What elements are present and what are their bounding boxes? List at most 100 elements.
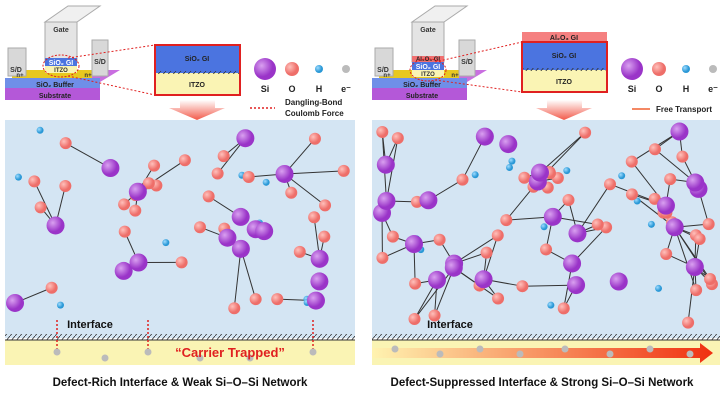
hydrogen-atom bbox=[547, 301, 555, 309]
legend-o-icon bbox=[652, 62, 666, 76]
electron bbox=[476, 345, 484, 353]
sd-left-electrode bbox=[7, 47, 27, 77]
oxygen-atom bbox=[178, 154, 191, 167]
gate-electrode bbox=[411, 21, 445, 63]
si-o-bond bbox=[414, 267, 455, 320]
free-transport-legend-label: Free Transport bbox=[656, 105, 712, 114]
sd-right-electrode bbox=[458, 39, 476, 77]
substrate-layer bbox=[372, 88, 467, 100]
hydrogen-atom bbox=[14, 173, 22, 181]
electron bbox=[606, 350, 614, 358]
electron bbox=[309, 348, 317, 356]
oxygen-atom bbox=[59, 137, 72, 150]
oxygen-atom bbox=[45, 281, 58, 294]
buffer-label: SiO₂ Buffer bbox=[36, 82, 74, 89]
oxygen-atom bbox=[308, 132, 321, 145]
legend-h-icon bbox=[682, 65, 690, 73]
oxygen-atom bbox=[480, 246, 493, 259]
zoom-al2o3-label: Al₂O₃ GI bbox=[550, 35, 578, 42]
silicon-atom bbox=[428, 270, 447, 289]
right-caption: Defect-Suppressed Interface & Strong Si–… bbox=[391, 377, 695, 389]
oxygen-atom bbox=[129, 204, 142, 217]
oxygen-atom bbox=[660, 247, 673, 260]
sd-right-label: S/D bbox=[94, 59, 106, 66]
silicon-atom bbox=[231, 239, 250, 258]
itzo-layer bbox=[412, 70, 444, 77]
silicon-atom bbox=[255, 222, 274, 241]
electron bbox=[101, 354, 109, 362]
silicon-atom bbox=[306, 291, 325, 310]
silicon-atom bbox=[656, 196, 675, 215]
interface-label: Interface bbox=[427, 319, 473, 331]
sd-left-electrode bbox=[374, 47, 394, 77]
oxygen-atom bbox=[690, 284, 703, 297]
oxygen-atom bbox=[491, 229, 504, 242]
hydrogen-atom bbox=[262, 178, 270, 186]
oxygen-atom bbox=[500, 214, 513, 227]
oxygen-atom bbox=[693, 233, 706, 246]
nplus-layer bbox=[12, 70, 92, 78]
silicon-atom bbox=[475, 127, 494, 146]
oxygen-atom bbox=[664, 173, 677, 186]
hydrogen-atom bbox=[162, 239, 170, 247]
zoom-sio2 bbox=[522, 42, 607, 70]
electron bbox=[516, 350, 524, 358]
silicon-atom bbox=[530, 163, 549, 182]
nplus-left-label: n+ bbox=[16, 73, 24, 79]
zoom-circle bbox=[409, 58, 447, 82]
nplus-right-label: n+ bbox=[451, 73, 459, 79]
electron bbox=[646, 345, 654, 353]
oxygen-atom bbox=[59, 180, 72, 193]
gate-top bbox=[410, 5, 469, 23]
zoom-itzo bbox=[522, 70, 607, 92]
hydrogen-atom bbox=[56, 301, 64, 309]
oxygen-atom bbox=[562, 194, 575, 207]
zoom-interface-hatch bbox=[155, 71, 240, 74]
zoom-itzo-label: ITZO bbox=[556, 79, 572, 86]
si-o-bond bbox=[233, 248, 242, 309]
legend-e-label: e⁻ bbox=[341, 84, 351, 94]
sio2-gi-layer bbox=[45, 58, 77, 66]
electron bbox=[246, 354, 254, 362]
gate-label: Gate bbox=[420, 27, 436, 34]
hydrogen-atom bbox=[563, 167, 571, 175]
silicon-atom bbox=[670, 122, 689, 141]
silicon-atom bbox=[686, 173, 705, 192]
itzo-label: ITZO bbox=[54, 68, 68, 74]
silicon-atom bbox=[6, 293, 25, 312]
al2o3-label: Al₂O₃ GI bbox=[416, 57, 440, 63]
coulomb-force-legend-label: Coulomb Force bbox=[285, 109, 344, 118]
silicon-atom bbox=[685, 258, 704, 277]
oxygen-atom bbox=[293, 245, 306, 258]
oxygen-atom bbox=[676, 150, 689, 163]
buffer-label: SiO₂ Buffer bbox=[403, 82, 441, 89]
si-o-bond bbox=[674, 226, 711, 280]
legend-si-icon bbox=[254, 58, 276, 80]
buffer-layer bbox=[372, 78, 467, 88]
silicon-atom bbox=[665, 218, 684, 237]
oxygen-atom bbox=[625, 155, 638, 168]
oxygen-atom bbox=[579, 126, 592, 139]
legend-si-label: Si bbox=[261, 84, 270, 94]
interface-hatch bbox=[372, 334, 720, 340]
silicon-atom bbox=[275, 164, 294, 183]
oxygen-atom bbox=[702, 218, 715, 231]
hydrogen-atom bbox=[471, 171, 479, 179]
zoom-sio2-label: SiO₂ GI bbox=[552, 53, 577, 60]
zoom-frame bbox=[154, 44, 241, 96]
sd-right-label: S/D bbox=[461, 59, 473, 66]
sd-left-label: S/D bbox=[377, 67, 389, 74]
oxygen-atom bbox=[285, 186, 298, 199]
free-transport-arrow bbox=[372, 343, 713, 363]
legend-h-icon bbox=[315, 65, 323, 73]
silicon-atom bbox=[543, 207, 562, 226]
zoom-line bbox=[434, 79, 523, 93]
al2o3-layer bbox=[412, 56, 444, 62]
zoom-line bbox=[434, 41, 523, 63]
oxygen-atom bbox=[516, 280, 529, 293]
dangling-bond-legend-label: Dangling-Bond bbox=[285, 98, 342, 107]
silicon-atom bbox=[218, 228, 237, 247]
silicon-atom bbox=[310, 249, 329, 268]
silicon-atom bbox=[377, 191, 396, 210]
